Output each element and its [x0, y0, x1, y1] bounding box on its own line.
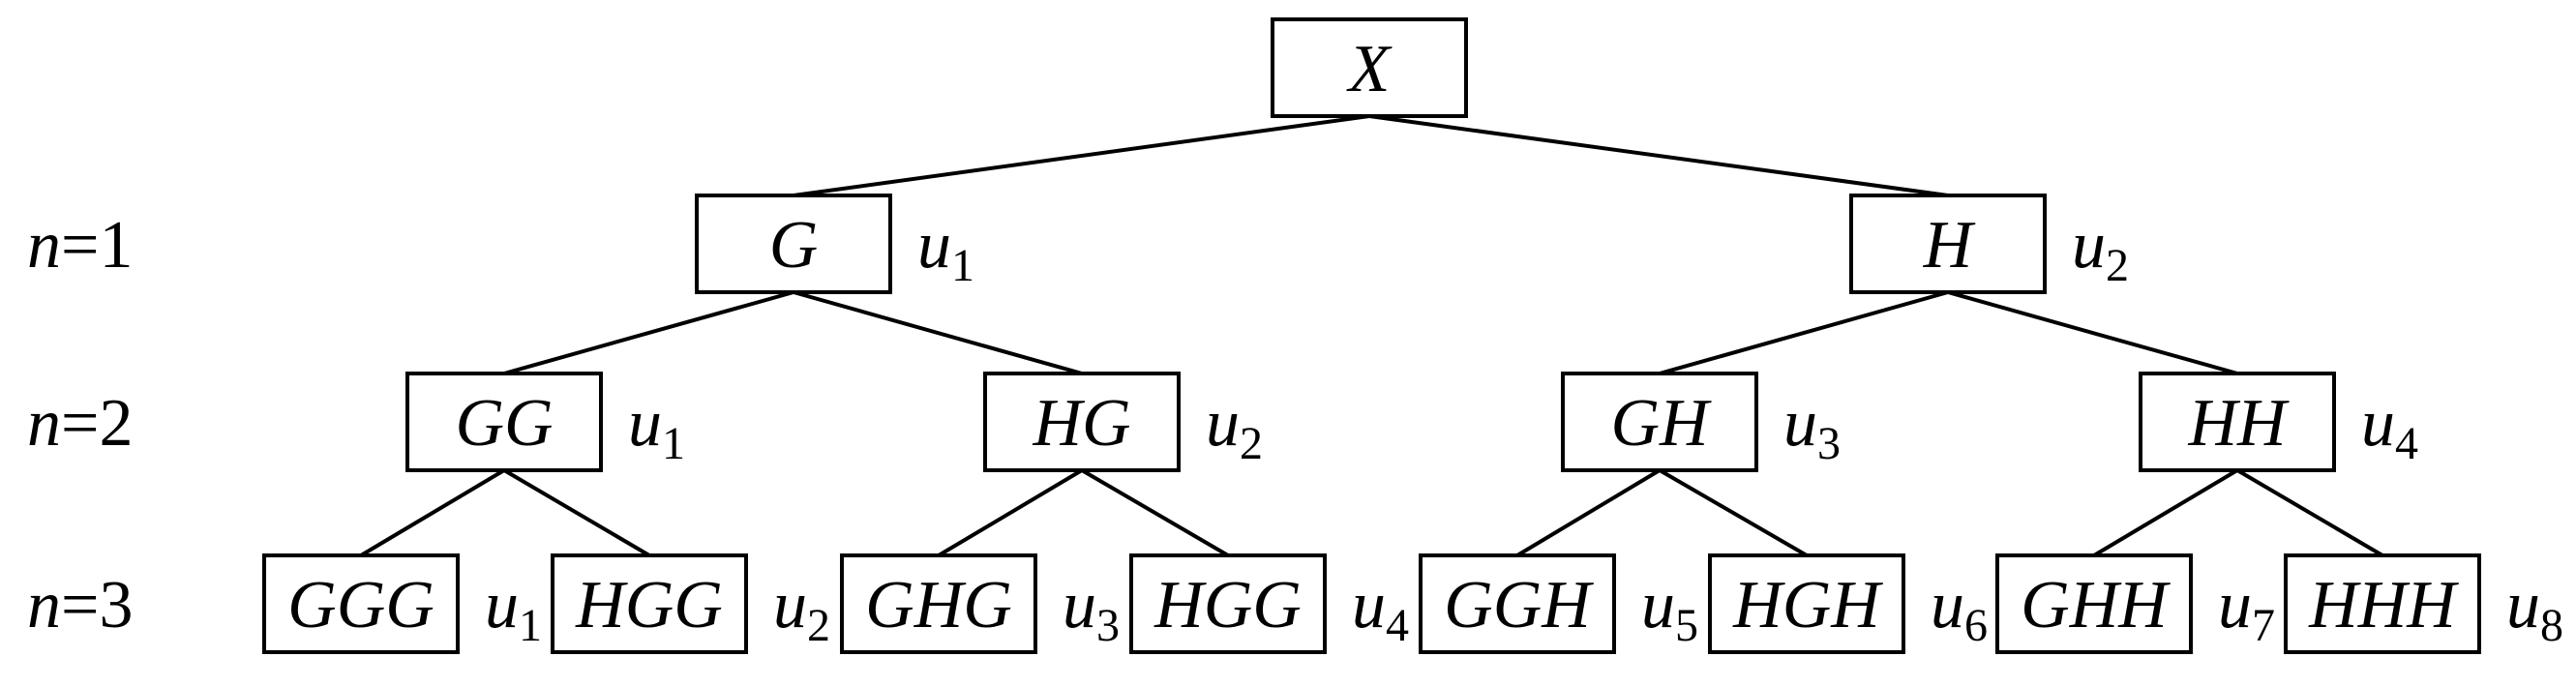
tree-node: GHH — [1995, 553, 2193, 654]
probability-label: u7 — [2218, 568, 2275, 651]
tree-edge — [1659, 290, 1949, 375]
tree-edge — [1658, 468, 1809, 557]
row-labels: n=1 n=2 n=3 — [27, 208, 133, 642]
node-label: HG — [1032, 386, 1130, 461]
node-box — [983, 372, 1181, 472]
probability-label: u6 — [1931, 568, 1988, 651]
node-box — [1271, 17, 1468, 118]
probability-label: u2 — [773, 568, 830, 651]
probability-label: u4 — [2361, 386, 2418, 469]
node-label: GH — [1610, 386, 1712, 461]
tree-edge — [359, 468, 506, 557]
probability-label: u2 — [1206, 386, 1263, 469]
tree-edge — [793, 114, 1370, 197]
node-label: HGG — [575, 568, 723, 642]
tree-edges — [359, 114, 2384, 557]
probability-label: u5 — [1641, 568, 1698, 651]
tree-node: H — [1849, 194, 2047, 294]
tree-node: HGH — [1708, 553, 1905, 654]
tree-edge — [1080, 468, 1230, 557]
tree-edge — [503, 290, 794, 375]
tree-node: GGH — [1419, 553, 1616, 654]
node-box — [1849, 194, 2047, 294]
row-label-n3: n=3 — [27, 568, 133, 642]
node-box — [2139, 372, 2336, 472]
tree-node: HH — [2139, 372, 2336, 472]
root-node: X — [1271, 17, 1468, 118]
node-label: HHH — [2308, 568, 2459, 642]
probability-label: u2 — [2072, 208, 2129, 291]
node-box — [1995, 553, 2193, 654]
node-label: GGH — [1444, 568, 1594, 642]
node-label: HH — [2187, 386, 2290, 461]
node-box — [695, 194, 892, 294]
node-label: GHH — [2021, 568, 2171, 642]
tree-edge — [1947, 290, 2238, 375]
tree-node: G — [695, 194, 892, 294]
node-box — [1561, 372, 1758, 472]
node-label: G — [769, 208, 819, 283]
row-label-n2: n=2 — [27, 386, 133, 461]
tree-node: HHH — [2284, 553, 2481, 654]
node-box — [1129, 553, 1327, 654]
tree-edge — [502, 468, 651, 557]
node-box — [840, 553, 1037, 654]
tree-edge — [937, 468, 1084, 557]
tree-node: HGG — [1129, 553, 1327, 654]
node-box — [2284, 553, 2481, 654]
node-label: GHG — [865, 568, 1012, 642]
node-label: HGH — [1732, 568, 1883, 642]
tree-node: GH — [1561, 372, 1758, 472]
probability-label: u1 — [485, 568, 542, 651]
node-label: GGG — [287, 568, 434, 642]
node-box — [405, 372, 603, 472]
tree-edge — [793, 290, 1083, 375]
tree-node: HGG — [551, 553, 748, 654]
probability-label: u1 — [628, 386, 685, 469]
node-box — [262, 553, 460, 654]
tree-edge — [2092, 468, 2239, 557]
node-box — [551, 553, 748, 654]
node-label: GG — [455, 386, 553, 461]
node-box — [1419, 553, 1616, 654]
tree-node: GGG — [262, 553, 460, 654]
node-box — [1708, 553, 1905, 654]
node-label: H — [1923, 208, 1976, 283]
row-label-n1: n=1 — [27, 208, 133, 283]
probability-label: u3 — [1063, 568, 1120, 651]
probability-label: u1 — [917, 208, 974, 291]
tree-node: GG — [405, 372, 603, 472]
probability-label: u8 — [2506, 568, 2563, 651]
node-label: X — [1346, 32, 1393, 106]
probability-label: u4 — [1352, 568, 1409, 651]
node-label: HGG — [1153, 568, 1302, 642]
probability-label: u3 — [1783, 386, 1841, 469]
tree-edge — [2235, 468, 2384, 557]
tree-node: HG — [983, 372, 1181, 472]
tree-edge — [1368, 114, 1949, 197]
tree-node: GHG — [840, 553, 1037, 654]
tree-edge — [1515, 468, 1662, 557]
